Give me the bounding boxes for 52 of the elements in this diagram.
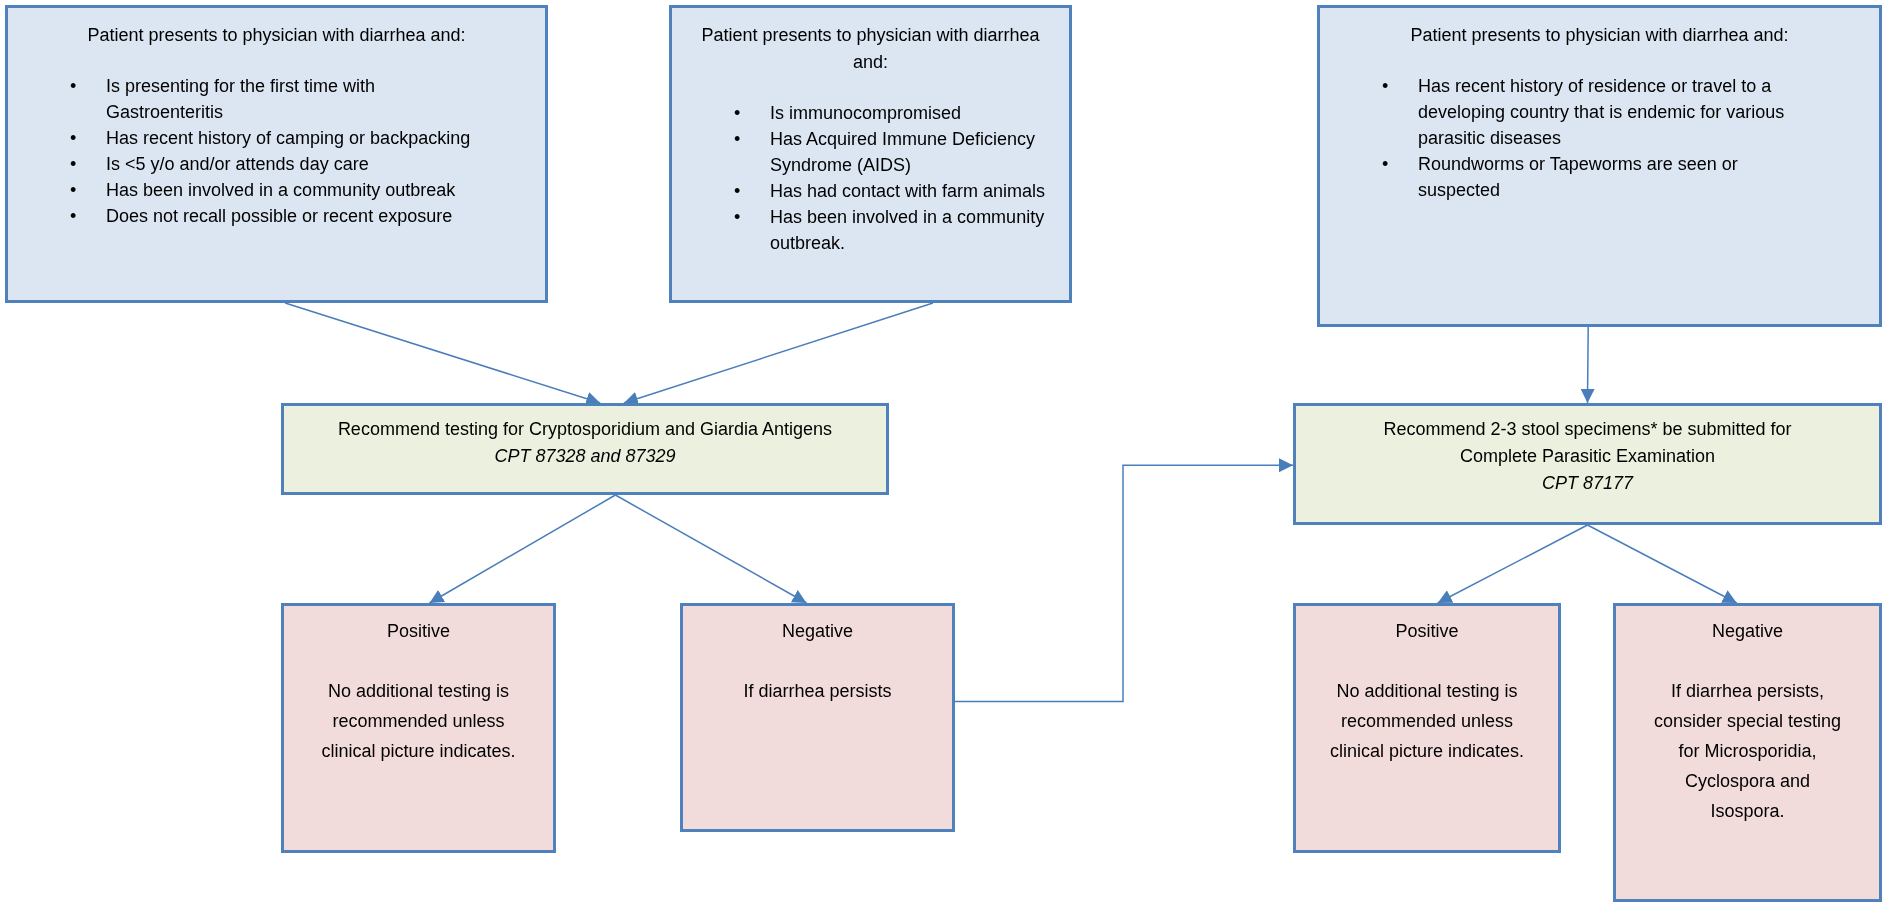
result-text: No additional testing is recommended unless clinical picture indicates. xyxy=(320,680,517,763)
result-box xyxy=(1293,603,1561,853)
arrow xyxy=(1436,524,1589,604)
cpt-code: CPT 87328 and 87329 xyxy=(494,445,676,468)
bullet-marker: • xyxy=(1382,75,1390,98)
criteria-box xyxy=(5,5,548,303)
bullet-item: Is presenting for the first time with Gastroenteritis xyxy=(106,75,377,124)
test-box xyxy=(281,403,889,495)
recommendation-text: Recommend 2-3 stool specimens* be submitted for Complete Parasitic Examination xyxy=(1382,418,1793,468)
result-box xyxy=(680,603,955,832)
bullet-marker: • xyxy=(70,75,78,98)
bullet-marker: • xyxy=(734,180,742,203)
bullet-marker: • xyxy=(734,102,742,125)
criteria-box xyxy=(669,5,1072,303)
bullet-marker: • xyxy=(70,205,78,228)
box-heading: Patient presents to physician with diarrhea and: xyxy=(86,24,467,47)
bullet-marker: • xyxy=(734,128,742,151)
arrow xyxy=(954,458,1294,703)
result-text: If diarrhea persists, consider special testing for Microsporidia, Cyclospora and Isospora. xyxy=(1652,680,1843,823)
cpt-code: CPT 87177 xyxy=(1541,472,1634,495)
arrow xyxy=(614,494,808,604)
recommendation-text: Recommend testing for Cryptosporidium and Giardia Antigens xyxy=(337,418,833,441)
arrow xyxy=(1586,524,1738,604)
bullet-marker: • xyxy=(70,153,78,176)
arrow xyxy=(1580,326,1595,404)
bullet-marker: • xyxy=(70,127,78,150)
bullet-item: Roundworms or Tapeworms are seen or suspected xyxy=(1418,153,1739,202)
bullet-item: Does not recall possible or recent exposure xyxy=(106,205,454,228)
bullet-item: Has been involved in a community outbreak. xyxy=(770,206,1046,255)
bullet-item: Has had contact with farm animals xyxy=(770,180,1047,203)
result-heading: Positive xyxy=(1395,620,1459,643)
result-text: If diarrhea persists xyxy=(743,680,892,703)
bullet-item: Is <5 y/o and/or attends day care xyxy=(106,153,370,176)
bullet-marker: • xyxy=(1382,153,1390,176)
bullet-item: Has recent history of residence or travel to a developing country that is endemic for various parasitic diseases xyxy=(1418,75,1786,150)
box-heading: Patient presents to physician with diarrhea and: xyxy=(700,24,1041,74)
bullet-item: Has Acquired Immune Deficiency Syndrome (AIDS) xyxy=(770,128,1037,177)
result-heading: Positive xyxy=(387,620,450,643)
test-box xyxy=(1293,403,1882,525)
criteria-box xyxy=(1317,5,1882,327)
bullet-marker: • xyxy=(70,179,78,202)
result-heading: Negative xyxy=(1711,620,1783,643)
bullet-marker: • xyxy=(734,206,742,229)
result-text: No additional testing is recommended unless clinical picture indicates. xyxy=(1328,680,1526,763)
bullet-item: Has recent history of camping or backpacking xyxy=(106,127,472,150)
result-box xyxy=(281,603,556,853)
box-heading: Patient presents to physician with diarrhea and: xyxy=(1409,24,1790,47)
bullet-item: Is immunocompromised xyxy=(770,102,963,125)
bullet-item: Has been involved in a community outbreak xyxy=(106,179,457,202)
result-box xyxy=(1613,603,1882,902)
result-heading: Negative xyxy=(781,620,853,643)
arrow xyxy=(428,494,617,604)
